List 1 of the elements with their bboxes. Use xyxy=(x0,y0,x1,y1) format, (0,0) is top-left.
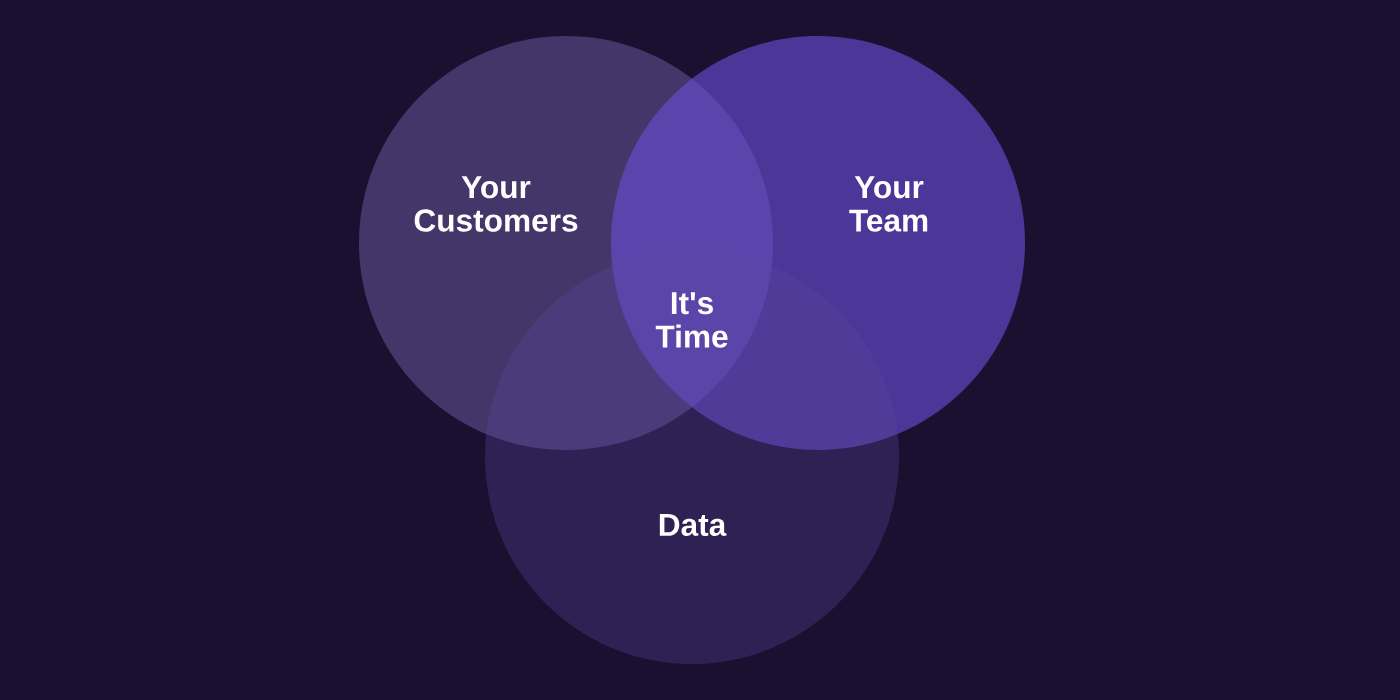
intersection-label: It's Time xyxy=(655,292,728,348)
